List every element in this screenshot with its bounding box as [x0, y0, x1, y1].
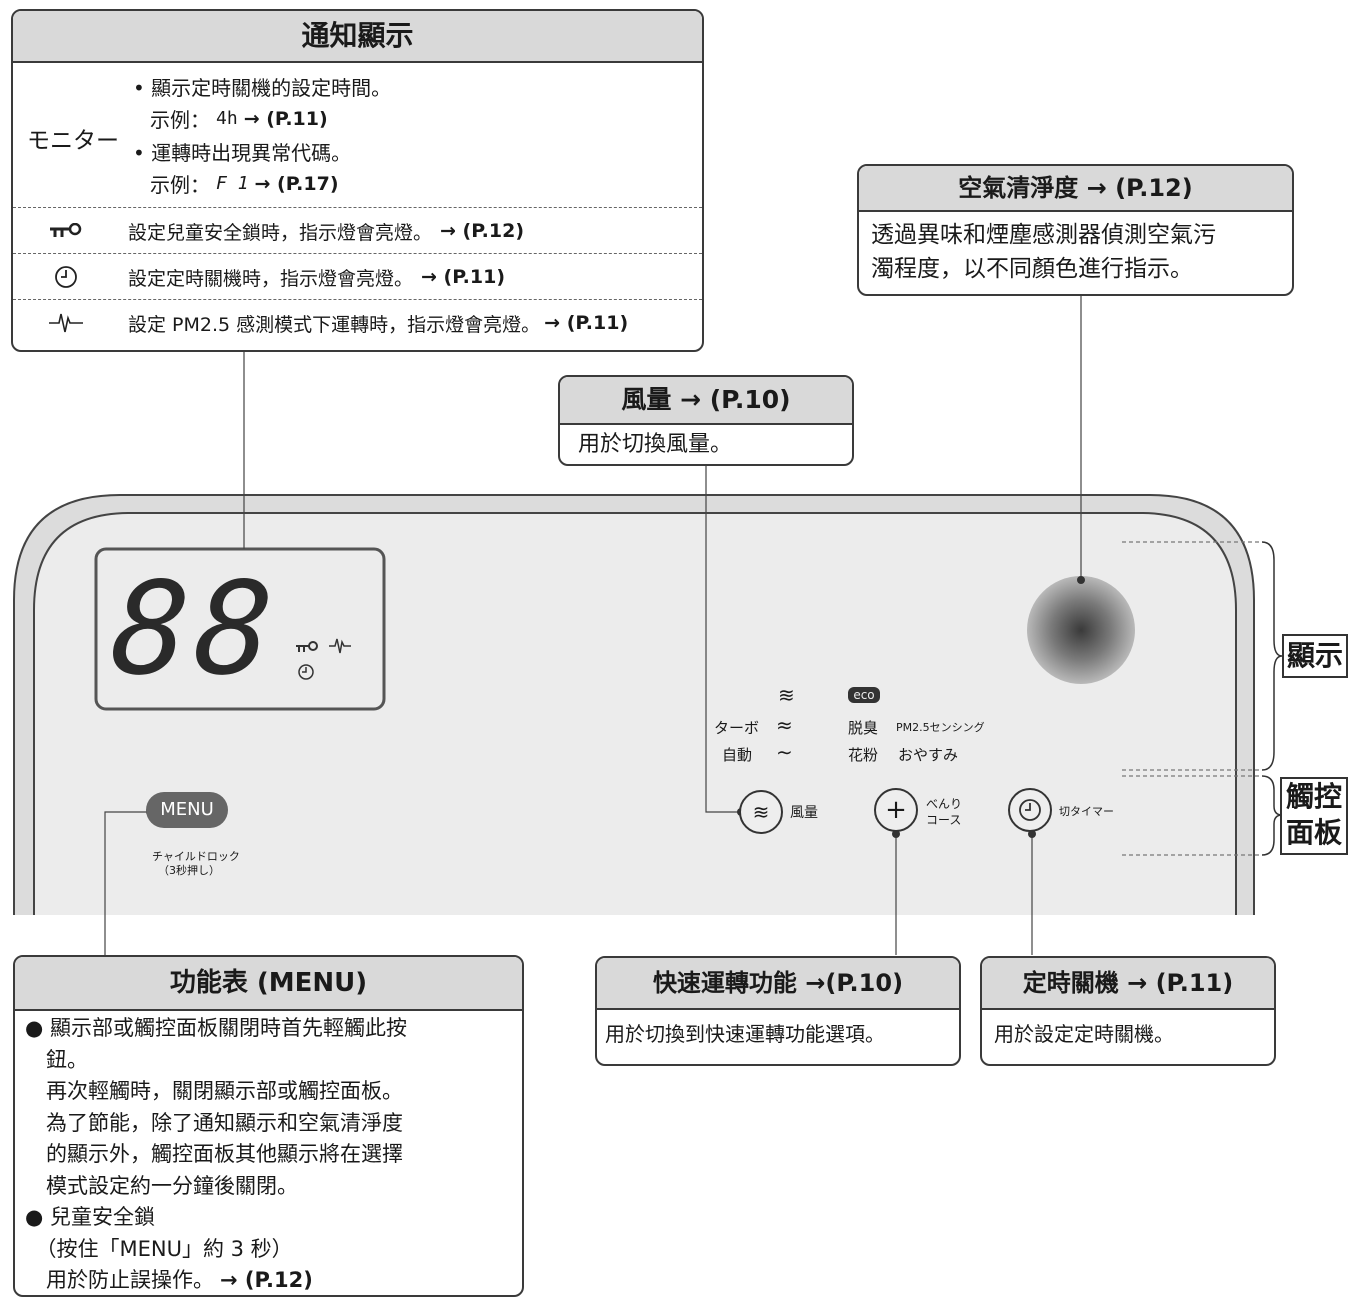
menu-line-8: （按住「MENU」約 3 秒） [25, 1236, 293, 1261]
notification-title: 通知顯示 [13, 11, 702, 63]
lock-indicator-text: 設定兒童安全鎖時，指示燈會亮燈。 [128, 221, 433, 244]
air-purity-title: 空氣清淨度 → (P.12) [859, 166, 1292, 212]
touch-panel-label-line2: 面板 [1285, 816, 1342, 849]
timer-indicator-ref: → (P.11) [421, 266, 506, 288]
quick-operation-title: 快速運轉功能 →(P.10) [597, 958, 959, 1010]
air-purity-line-2: 濁程度，以不同顏色進行指示。 [871, 256, 1193, 282]
auto-mode-label: 自動 [722, 746, 753, 764]
airflow-body: 用於切換風量。 [578, 432, 733, 457]
example-ref-2: → (P.17) [254, 172, 339, 195]
menu-title: 功能表 (MENU) [15, 957, 522, 1011]
airflow-button-label: 風量 [790, 805, 818, 821]
touch-panel-side-label: 觸控 面板 [1280, 777, 1348, 855]
course-button[interactable]: + [874, 788, 918, 832]
example-segment-2: F 1 [216, 173, 249, 194]
menu-callout: 功能表 (MENU) ● 顯示部或觸控面板關閉時首先輕觸此按 鈕。 再次輕觸時，… [13, 955, 524, 1297]
menu-line-4: 為了節能，除了通知顯示和空氣清淨度 [25, 1110, 403, 1135]
off-timer-body: 用於設定定時關機。 [994, 1022, 1174, 1046]
monitor-line-3: • 運轉時出現異常代碼。 [133, 141, 352, 165]
menu-button[interactable]: MENU [146, 792, 228, 828]
off-timer-icon [55, 266, 77, 288]
airflow-button[interactable]: ≋ [739, 790, 783, 834]
course-button-label-bottom: コース [926, 813, 962, 827]
lock-indicator-ref: → (P.12) [440, 220, 525, 242]
timer-button[interactable] [1008, 788, 1052, 832]
pm-sensing-mode-label: PM2.5センシング [896, 721, 985, 734]
display-side-label: 顯示 [1282, 634, 1348, 678]
pm25-indicator-text: 設定 PM2.5 感測模式下運轉時，指示燈會亮燈。 [128, 313, 541, 336]
example-label-1: 示例： [150, 108, 210, 132]
pollen-mode-label: 花粉 [848, 746, 879, 764]
sleep-mode-label: おやすみ [898, 746, 959, 764]
pm25-indicator-ref: → (P.11) [544, 312, 629, 334]
airflow-mid-indicator: ≈ [776, 713, 793, 737]
timer-indicator-text: 設定定時關機時，指示燈會亮燈。 [128, 267, 414, 290]
air-purity-callout: 空氣清淨度 → (P.12) 透過異味和煙塵感測器偵測空氣污 濁程度，以不同顏色… [857, 164, 1294, 296]
display-timer-icon [298, 664, 314, 680]
airflow-low-indicator: ∼ [776, 740, 793, 764]
child-lock-icon [50, 223, 82, 237]
menu-line-6: 模式設定約一分鐘後關閉。 [25, 1173, 298, 1198]
menu-line-2: 鈕。 [25, 1047, 88, 1072]
eco-badge: eco [848, 687, 880, 703]
airflow-callout: 風量 → (P.10) 用於切換風量。 [558, 375, 854, 466]
menu-line-9: 用於防止誤操作。 [25, 1268, 214, 1292]
turbo-mode-label: ターボ [714, 719, 760, 737]
timer-icon [1019, 799, 1041, 821]
menu-line-3: 再次輕觸時，關閉顯示部或觸控面板。 [25, 1079, 403, 1103]
child-lock-label: チャイルドロック [152, 850, 240, 863]
menu-line-1: ● 顯示部或觸控面板關閉時首先輕觸此按 [25, 1016, 407, 1040]
quick-operation-body: 用於切換到快速運轉功能選項。 [605, 1022, 885, 1046]
timer-button-label: 切タイマー [1059, 805, 1114, 818]
airflow-icon: ≋ [752, 800, 770, 824]
example-label-2: 示例： [150, 173, 210, 197]
monitor-label: モニター [27, 128, 119, 154]
monitor-line-1: • 顯示定時關機的設定時間。 [133, 76, 392, 100]
air-purity-line-1: 透過異味和煙塵感測器偵測空氣污 [871, 222, 1216, 248]
menu-line-5: 的顯示外，觸控面板其他顯示將在選擇 [25, 1142, 403, 1166]
touch-panel-label-line1: 觸控 [1285, 780, 1342, 813]
display-pm-icon [329, 638, 351, 654]
menu-line-7: ● 兒童安全鎖 [25, 1205, 155, 1229]
example-segment-1: 4h [216, 108, 238, 129]
course-button-label-top: べんり [926, 797, 963, 811]
off-timer-callout: 定時關機 → (P.11) 用於設定定時關機。 [980, 956, 1276, 1066]
pm25-sensing-icon [49, 313, 83, 333]
off-timer-title: 定時關機 → (P.11) [982, 958, 1274, 1010]
menu-ref: → (P.12) [220, 1268, 313, 1292]
notification-callout: 通知顯示 モニター • 顯示定時關機的設定時間。 示例： 4h → (P.11)… [11, 9, 704, 352]
segment-display-digits: 88 [106, 555, 284, 704]
example-ref-1: → (P.11) [243, 107, 328, 130]
quick-operation-callout: 快速運轉功能 →(P.10) 用於切換到快速運轉功能選項。 [595, 956, 961, 1066]
deodor-mode-label: 脱臭 [848, 719, 879, 737]
airflow-high-indicator: ≋ [778, 683, 795, 707]
display-lock-icon [296, 641, 318, 652]
plus-icon: + [885, 795, 907, 825]
child-lock-hint: （3秒押し） [158, 864, 220, 877]
airflow-title: 風量 → (P.10) [560, 377, 852, 425]
